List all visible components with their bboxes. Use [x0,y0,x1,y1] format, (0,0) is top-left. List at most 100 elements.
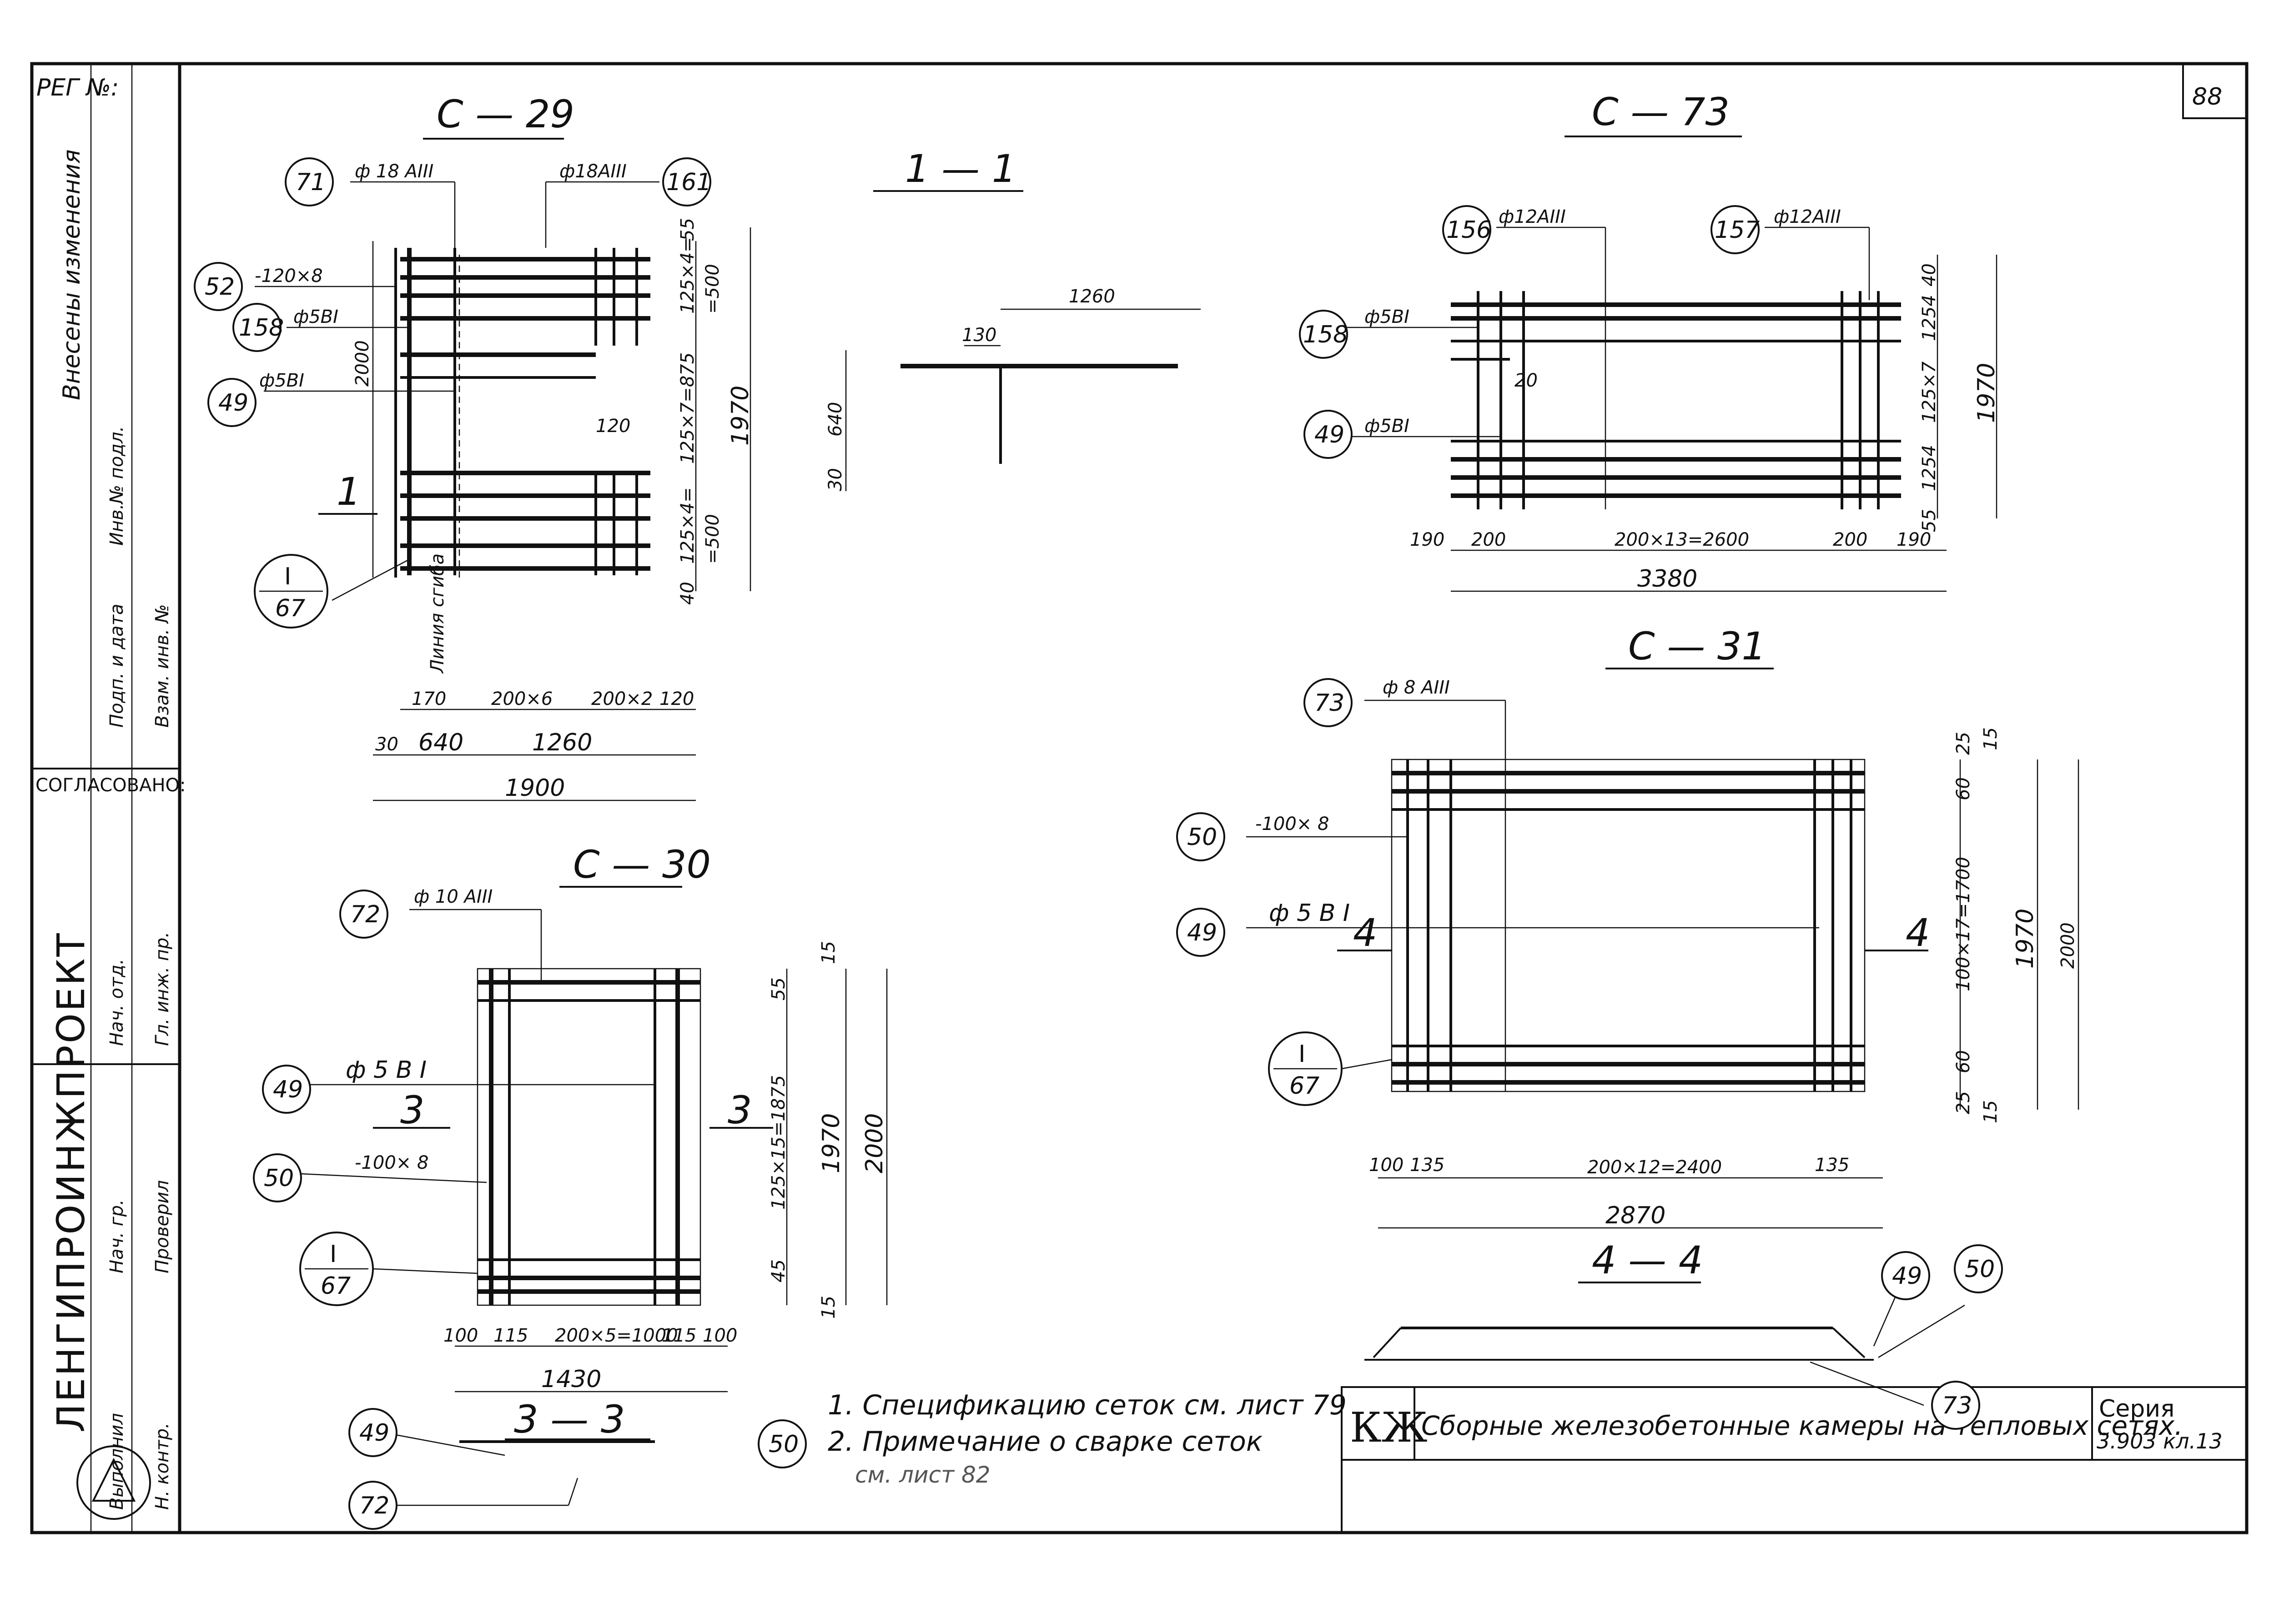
c30-dim-2000: 2000 [861,1113,888,1173]
s11-dim-30: 30 [825,468,846,491]
c29-bar161-label: ф18АIII [559,161,627,182]
c73-dim-3380: 3380 [1637,565,1697,593]
c73-bar156-label: ф12АIII [1499,206,1566,227]
c31-wire49-label: ф 5 B I [1269,900,1350,927]
c30-wire49-label: ф 5 B I [346,1056,427,1084]
c31-dim-2870: 2870 [1605,1202,1665,1229]
c29-dim-1260: 1260 [532,729,592,756]
c31-dim-1700: 100×17=1700 [1953,857,1974,991]
c73-dim-55: 55 [1919,509,1940,532]
section-1-1: 1 — 1 1260 130 640 30 [825,146,1201,491]
agreed-label: СОГЛАСОВАНО: [35,775,186,796]
callout-node-67: 67 [275,595,305,622]
c31-dim-60b: 60 [1953,1050,1974,1073]
callout-49: 49 [218,389,248,417]
org-logo-emblem [76,1445,151,1520]
side-field-9: Н. контр. [152,1423,173,1510]
c31-section-mark-left: 4 [1353,910,1377,955]
c30-dim-15b: 15 [818,1296,839,1319]
changes-note: Внесены изменения [58,149,86,400]
c29-dim-120: 120 [659,689,694,709]
c73-dim-190a: 190 [1410,529,1444,550]
c29-dim-30: 30 [375,734,398,755]
side-field-2: Подп. и дата [106,604,127,728]
callout-49: 49 [1892,1262,1922,1290]
c31-callouts: 73 50 49 I 67 [1176,678,1392,1106]
notes: 50 1. Спецификацию сеток см. лист 79 2. … [758,1389,1347,1488]
left-binding-strip: РЕГ №: СОГЛАСОВАНО: Внесены изменения ЛЕ… [30,62,186,1534]
sheet-number: 88 [2192,83,2222,111]
callout-52: 52 [205,273,235,301]
c30-section-mark-left: 3 [400,1088,424,1132]
section-4-4-title: 4 — 4 [1592,1238,1703,1282]
callout-node-i: I [284,563,291,590]
view-c29-title: С — 29 [437,92,574,136]
view-c29: С — 29 Линия сгиба ф 1 [255,92,754,802]
org-name: ЛЕНГИПРОИНЖПРОЕКТ [49,931,93,1433]
callout-50: 50 [1187,824,1217,851]
c31-dim-25a: 25 [1953,732,1974,755]
c31-dim-60a: 60 [1953,777,1974,800]
section-1-1-title: 1 — 1 [905,146,1016,191]
side-field-3: Взам. инв. № [152,604,173,728]
c30-dim-100b: 100 [703,1325,737,1346]
callout-50: 50 [1965,1256,1995,1283]
c29-dim-125x4b: 125×4= [677,487,698,564]
c73-dim-200a: 200 [1471,529,1506,550]
side-field-6: Нач. гр. [106,1199,127,1273]
title-block: КЖ Сборные железобетонные камеры на тепл… [1341,1386,2248,1533]
callout-156: 156 [1446,216,1491,244]
c73-wire49-label: ф5BI [1364,416,1409,437]
c29-bar71-label: ф 18 АIII [355,161,433,182]
c30-dim-1430: 1430 [541,1366,601,1393]
c30-dim-115b: 115 [662,1325,696,1346]
kj-mark: КЖ [1350,1404,1428,1452]
side-field-1: Инв.№ подл. [106,426,127,546]
callout-72: 72 [359,1492,389,1519]
callout-158: 158 [1303,321,1348,348]
c73-dim-1254b: 1254 [1919,445,1940,491]
callout-node-67: 67 [321,1272,351,1300]
c29-strip-label: -120×8 [255,266,323,287]
c73-dim-2600: 200×13=2600 [1615,529,1749,550]
c73-dim-1970: 1970 [1973,363,2000,423]
reg-label: РЕГ №: [36,74,119,101]
note-2-ref: см. лист 82 [855,1462,991,1488]
c73-dim-190b: 190 [1897,529,1931,550]
c30-dim-1970: 1970 [818,1113,845,1173]
note-1: 1. Спецификацию сеток см. лист 79 [828,1389,1347,1421]
s11-dim-640: 640 [825,402,846,437]
c31-dim-135a: 135 [1410,1155,1444,1176]
c29-callouts: 71 161 52 158 49 I 67 [194,157,711,628]
c29-dim-1970: 1970 [727,386,754,446]
callout-71: 71 [296,169,326,196]
c73-dim-200b: 200 [1833,529,1867,550]
callout-node-67: 67 [1289,1072,1319,1100]
callout-49: 49 [1187,919,1217,946]
c31-dim-15b: 15 [1980,1100,2001,1123]
c29-dim-200x2: 200×2 [591,689,653,709]
callout-157: 157 [1715,216,1760,244]
bend-line-label: Линия сгиба [427,553,448,674]
c73-wire158-label: ф5BI [1364,307,1409,327]
c73-dim-125x7: 125×7 [1919,361,1940,423]
section-3-3: 3 — 3 [395,1397,655,1506]
c73-dim-40: 40 [1919,263,1940,287]
callout-49: 49 [359,1419,389,1447]
c73-dim-1254a: 1254 [1919,295,1940,341]
c73-callouts: 156 157 158 49 [1299,205,1760,459]
c30-strip-label: -100× 8 [355,1152,428,1173]
c29-wire158-label: ф5BI [293,307,338,327]
callout-158: 158 [239,314,284,342]
view-c31: С — 31 4 4 ф 8 АIII -100× 8 ф 5 B I 25 1… [1246,624,2079,1229]
c31-dim-15a: 15 [1980,727,2001,750]
callout-73: 73 [1314,689,1344,717]
c31-dim-2000: 2000 [2058,922,2078,969]
c30-callouts: 72 49 50 I 67 [253,890,478,1306]
c31-strip-label: -100× 8 [1255,814,1329,835]
view-c73-title: С — 73 [1592,90,1730,134]
c31-dim-2400: 200×12=2400 [1587,1157,1722,1178]
callout-49: 49 [273,1076,303,1103]
section-4-4: 4 — 4 [1364,1238,1965,1406]
